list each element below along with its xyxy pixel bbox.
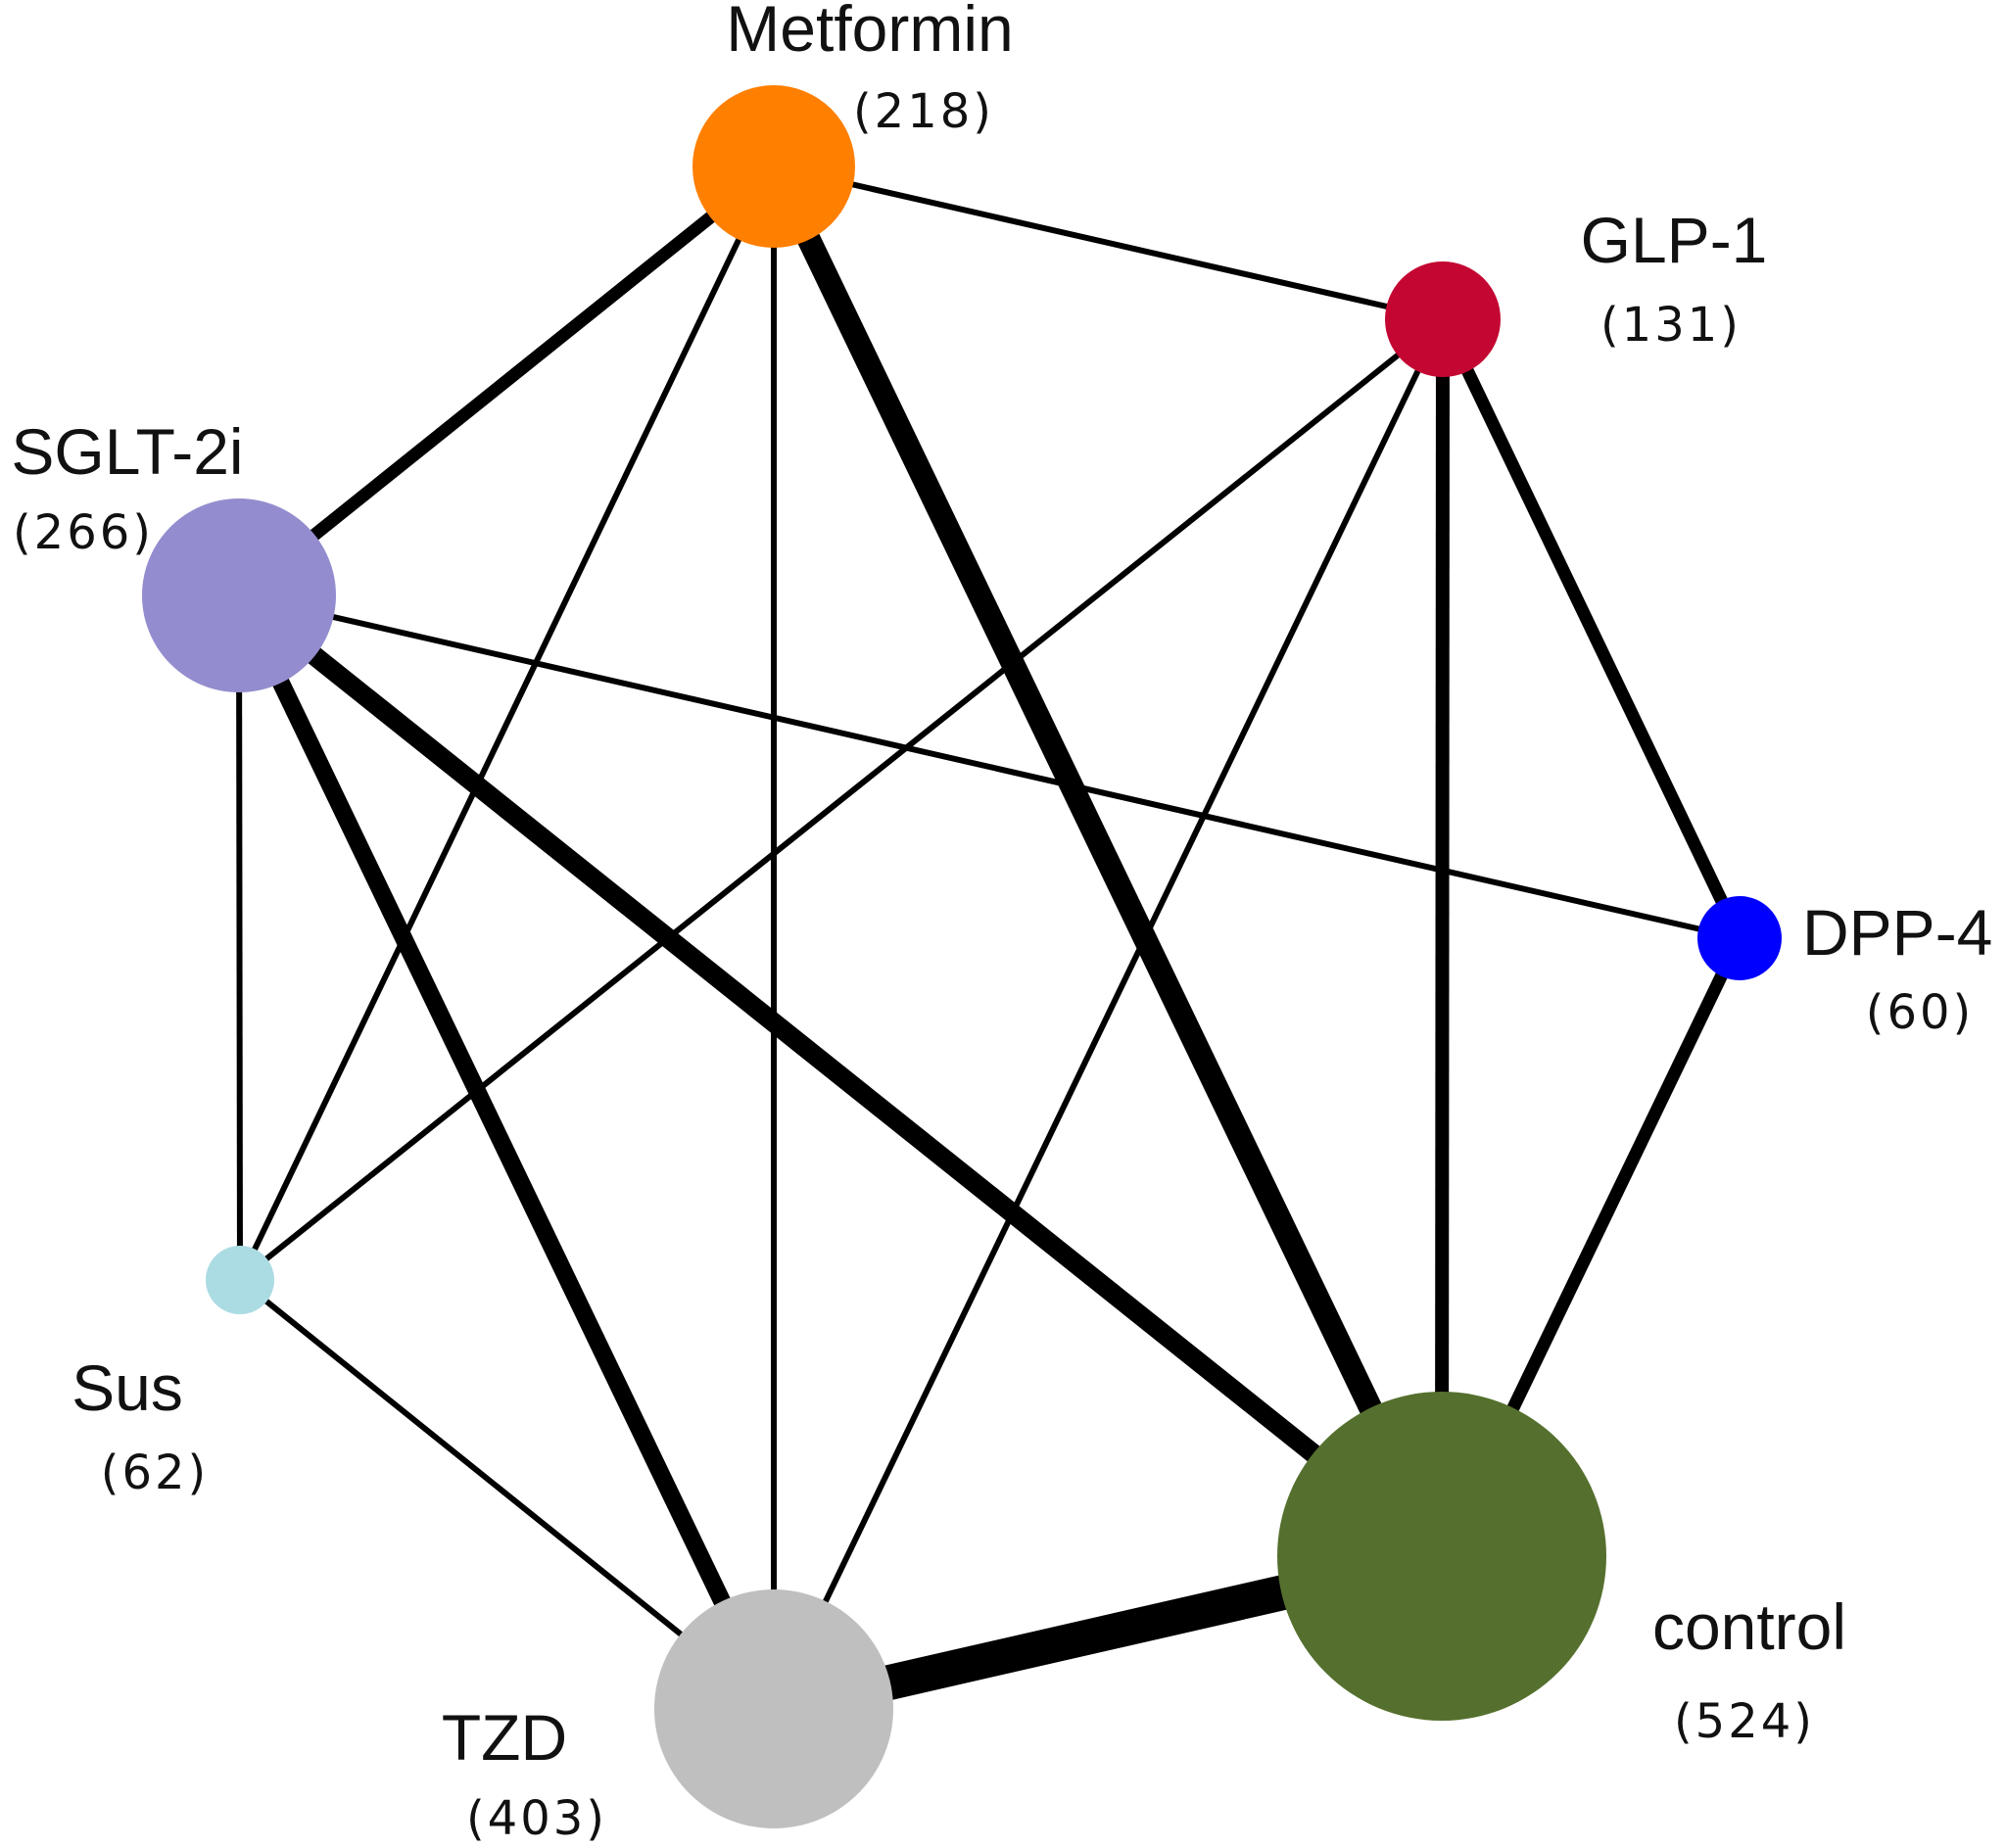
edge-metformin-sus — [237, 165, 777, 1282]
metformin-count: (218) — [853, 84, 994, 139]
dpp4-label: DPP-4 — [1802, 896, 1992, 969]
node-glp1 — [1385, 261, 1501, 377]
sglt2i-label: SGLT-2i — [11, 415, 243, 488]
edge-metformin-glp1 — [773, 164, 1444, 322]
metformin-label: Metformin — [726, 0, 1013, 65]
sus-count: (62) — [101, 1445, 210, 1500]
tzd-count: (403) — [466, 1791, 607, 1846]
sglt2i-count: (266) — [13, 505, 154, 560]
nodes-layer — [142, 85, 1782, 1828]
node-tzd — [654, 1589, 893, 1828]
tzd-label: TZD — [442, 1701, 567, 1774]
control-count: (524) — [1674, 1694, 1815, 1749]
labels-layer: Metformin (218) GLP-1 (131) SGLT-2i (266… — [11, 0, 1992, 1846]
edge-sglt2i-tzd — [230, 592, 783, 1713]
node-sglt2i — [142, 498, 336, 692]
node-dpp4 — [1697, 896, 1782, 980]
edge-sglt2i-control — [232, 588, 1449, 1564]
node-metformin — [692, 85, 855, 248]
node-control — [1277, 1392, 1606, 1721]
edge-glp1-dpp4 — [1437, 316, 1745, 941]
edge-glp1-tzd — [771, 317, 1446, 1711]
glp1-count: (131) — [1600, 298, 1742, 353]
edge-metformin-sglt2i — [234, 161, 779, 601]
edge-metformin-control — [763, 161, 1453, 1562]
edge-sglt2i-dpp4 — [238, 592, 1741, 941]
sus-label: Sus — [72, 1351, 183, 1424]
edge-glp1-sus — [238, 316, 1445, 1283]
glp1-label: GLP-1 — [1581, 204, 1768, 276]
node-sus — [206, 1246, 274, 1314]
control-label: control — [1652, 1590, 1846, 1663]
edge-glp1-control — [1435, 318, 1450, 1557]
dpp4-count: (60) — [1866, 985, 1975, 1040]
edge-sglt2i-sus — [236, 594, 243, 1281]
